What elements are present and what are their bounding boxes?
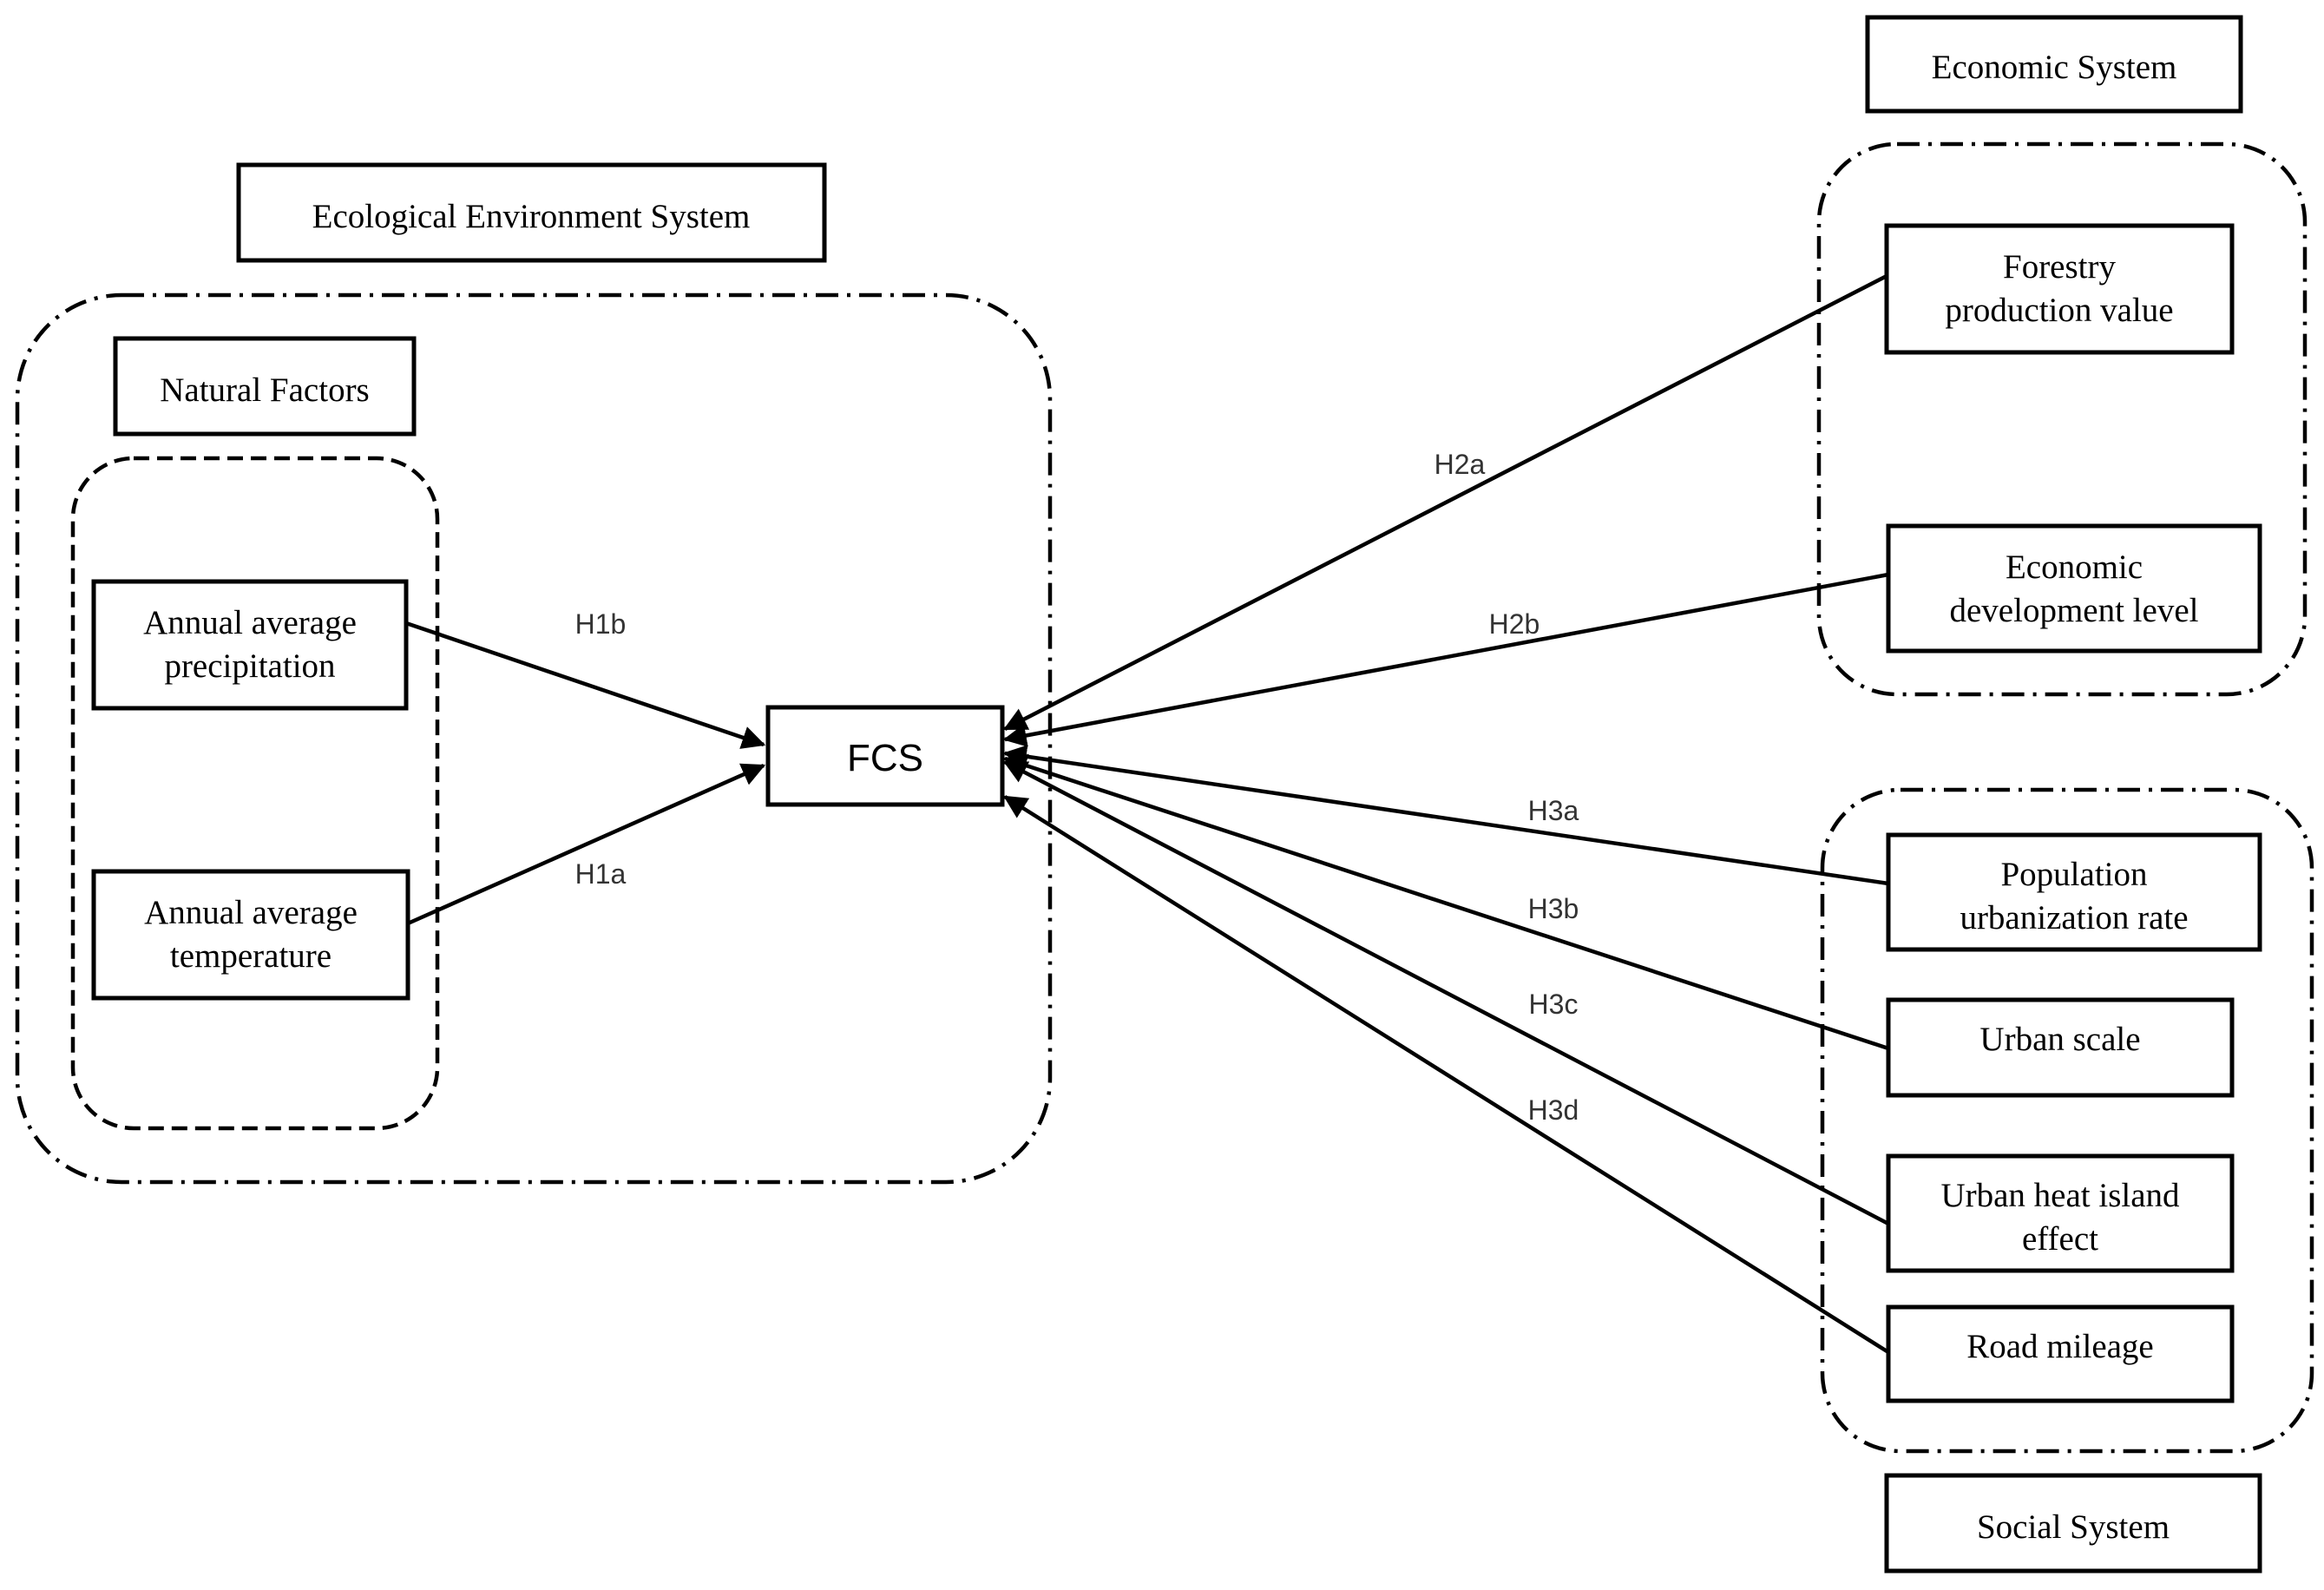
label-h2b: H2b [1489, 608, 1540, 640]
svg-text:temperature: temperature [170, 937, 332, 975]
svg-text:Urban scale: Urban scale [1979, 1021, 2140, 1058]
fcs-node: FCS [765, 705, 1005, 807]
natural-factors-container [70, 456, 440, 1131]
road-mileage-node: Road mileage [1886, 1304, 2235, 1403]
arrow-h1b [405, 621, 766, 749]
label-h3b: H3b [1528, 893, 1579, 924]
svg-text:Social System: Social System [1977, 1508, 2170, 1546]
population-urbanization-node: Population urbanization rate [1886, 832, 2262, 952]
svg-text:Economic: Economic [2006, 549, 2143, 586]
precipitation-node: Annual average precipitation [91, 579, 409, 711]
label-h1a: H1a [575, 858, 627, 890]
label-h3d: H3d [1528, 1094, 1579, 1126]
svg-text:urbanization rate: urbanization rate [1960, 899, 2188, 936]
svg-text:Urban heat island: Urban heat island [1940, 1177, 2180, 1214]
arrow-h3c [1003, 760, 1890, 1225]
arrow-h1a [407, 763, 766, 926]
heat-island-node: Urban heat island effect [1886, 1153, 2235, 1273]
svg-text:Population: Population [2000, 856, 2147, 893]
social-system-title: Social System [1884, 1473, 2262, 1574]
label-h3c: H3c [1529, 989, 1579, 1020]
arrow-h3d [1003, 795, 1890, 1354]
arrow-h2b [1002, 572, 1889, 747]
svg-text:production value: production value [1945, 292, 2173, 329]
urban-scale-node: Urban scale [1886, 997, 2235, 1098]
ecological-system-title: Ecological Environment System [236, 162, 827, 263]
forestry-node: Forestry production value [1884, 223, 2235, 355]
svg-text:Natural Factors: Natural Factors [160, 371, 370, 409]
arrow-h3b [1002, 753, 1889, 1051]
svg-text:FCS: FCS [847, 737, 923, 779]
svg-text:development level: development level [1950, 592, 2199, 629]
svg-text:precipitation: precipitation [164, 647, 335, 685]
social-system-container [1820, 787, 2314, 1454]
natural-factors-title: Natural Factors [113, 336, 417, 437]
arrow-h2a [1002, 273, 1888, 732]
svg-text:Ecological Environment System: Ecological Environment System [312, 198, 751, 235]
economic-system-container [1816, 141, 2308, 697]
label-h3a: H3a [1528, 795, 1579, 826]
ecological-system-container [15, 292, 1053, 1185]
temperature-node: Annual average temperature [91, 869, 410, 1001]
svg-text:Annual average: Annual average [144, 894, 358, 931]
arrow-h3a [1002, 745, 1889, 886]
svg-text:Annual average: Annual average [143, 604, 357, 641]
label-h2a: H2a [1434, 449, 1486, 480]
svg-text:Road mileage: Road mileage [1966, 1328, 2154, 1365]
label-h1b: H1b [575, 608, 627, 640]
economic-development-node: Economic development level [1886, 523, 2262, 654]
svg-text:Forestry: Forestry [2003, 248, 2116, 286]
svg-text:effect: effect [2022, 1220, 2098, 1258]
svg-text:Economic System: Economic System [1932, 49, 2177, 86]
economic-system-title: Economic System [1865, 15, 2243, 114]
